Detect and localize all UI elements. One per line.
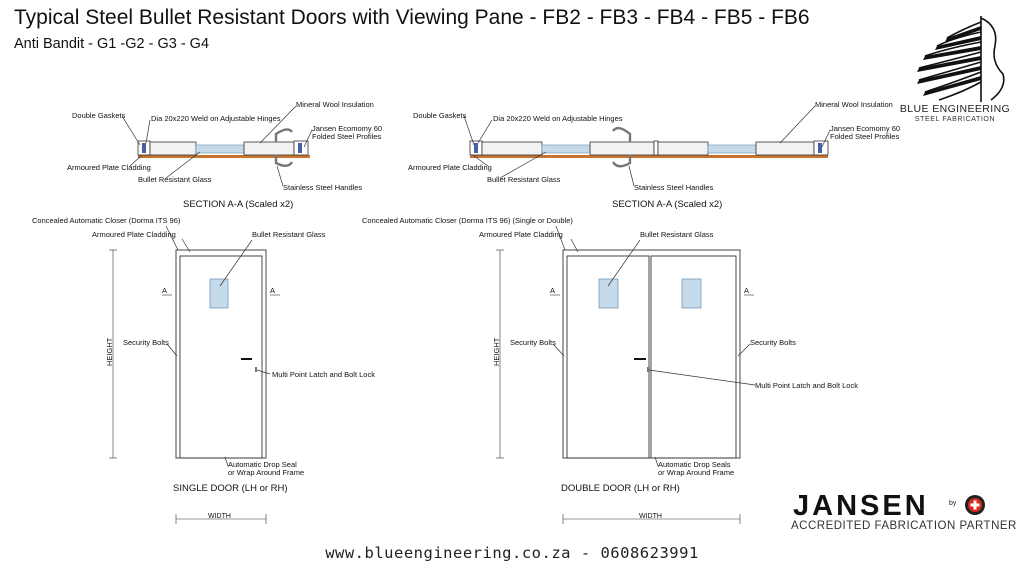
viewing-pane-glass (209, 278, 229, 309)
jansen-by: by (949, 500, 957, 507)
section-right: Double Gaskets Dia 20x220 Weld on Adjust… (408, 100, 900, 210)
door-leaf (566, 255, 650, 459)
label-armoured-cladding: Armoured Plate Cladding (408, 163, 492, 172)
jansen-profile-marker (298, 143, 302, 153)
label-latch: Multi Point Latch and Bolt Lock (755, 381, 858, 390)
door-leaf-insulation (149, 141, 197, 156)
swiss-cross-icon (965, 495, 985, 515)
footer-website-phone[interactable]: www.blueengineering.co.za - 0608623991 (325, 544, 699, 562)
jansen-logo: JANSEN (793, 490, 929, 522)
door-leaf-insulation (243, 141, 295, 156)
hinge-marker (142, 143, 146, 153)
width-dimension: WIDTH (639, 513, 662, 520)
door-leaf-insulation (755, 141, 815, 156)
bullet-resistant-glass (195, 144, 245, 154)
page-subtitle: Anti Bandit - G1 -G2 - G3 - G4 (14, 36, 210, 52)
armoured-cladding-strip (470, 155, 828, 158)
spiral-staircase-logo-icon (917, 16, 1005, 102)
lock-cylinder-icon (255, 367, 257, 372)
label-armoured-cladding: Armoured Plate Cladding (479, 230, 563, 239)
height-dimension: HEIGHT (105, 337, 114, 366)
label-jansen-line2: Folded Steel Profiles (830, 132, 899, 141)
label-seal-line2: or Wrap Around Frame (228, 468, 304, 477)
viewing-pane-glass (598, 278, 619, 309)
label-weld-hinges: Dia 20x220 Weld on Adjustable Hinges (151, 114, 281, 123)
label-closer: Concealed Automatic Closer (Dorma ITS 96… (362, 216, 573, 225)
label-mineral-wool: Mineral Wool Insulation (296, 100, 374, 109)
section-caption: SECTION A-A (Scaled x2) (612, 199, 722, 210)
label-mineral-wool: Mineral Wool Insulation (815, 100, 893, 109)
door-leaf-insulation (657, 141, 709, 156)
door-leaf-insulation (589, 141, 655, 156)
label-armoured-cladding: Armoured Plate Cladding (92, 230, 176, 239)
stainless-handle-icon (274, 128, 293, 142)
lock-cylinder-icon (647, 367, 649, 372)
door-leaf-insulation (481, 141, 543, 156)
door-caption: DOUBLE DOOR (LH or RH) (561, 483, 680, 494)
armoured-cladding-strip (138, 155, 310, 158)
width-dimension: WIDTH (208, 513, 231, 520)
stainless-handle-icon (274, 155, 294, 167)
label-seal-line2: or Wrap Around Frame (658, 468, 734, 477)
section-mark: A (744, 286, 749, 295)
label-latch: Multi Point Latch and Bolt Lock (272, 370, 375, 379)
label-handles: Stainless Steel Handles (283, 183, 362, 192)
label-seal-line1: Automatic Drop Seals (658, 460, 731, 469)
handle-icon (634, 358, 646, 360)
bullet-resistant-glass (541, 144, 591, 154)
section-left: Double Gaskets Dia 20x220 Weld on Adjust… (67, 100, 382, 210)
label-seal-line1: Automatic Drop Seal (228, 460, 297, 469)
label-jansen-line2: Folded Steel Profiles (312, 132, 381, 141)
door-leaf (650, 255, 737, 459)
label-glass: Bullet Resistant Glass (640, 230, 714, 239)
label-glass: Bullet Resistant Glass (487, 175, 561, 184)
section-mark: A (550, 286, 555, 295)
label-double-gaskets: Double Gaskets (413, 111, 467, 120)
partner-tagline: ACCREDITED FABRICATION PARTNER (791, 520, 1017, 532)
label-weld-hinges: Dia 20x220 Weld on Adjustable Hinges (493, 114, 623, 123)
label-glass: Bullet Resistant Glass (252, 230, 326, 239)
door-leaf (179, 255, 263, 459)
height-dimension: HEIGHT (492, 337, 501, 366)
jansen-profile-marker (818, 143, 822, 153)
section-mark: A (162, 286, 167, 295)
stainless-handle-icon (612, 126, 632, 142)
page-title: Typical Steel Bullet Resistant Doors wit… (14, 6, 810, 29)
door-caption: SINGLE DOOR (LH or RH) (173, 483, 288, 494)
brand-name: BLUE ENGINEERING (899, 103, 1011, 115)
label-handles: Stainless Steel Handles (634, 183, 713, 192)
label-glass: Bullet Resistant Glass (138, 175, 212, 184)
label-jansen-line1: Jansen Ecomomy 60 (830, 124, 900, 133)
label-closer: Concealed Automatic Closer (Dorma ITS 96… (32, 216, 181, 225)
stainless-handle-icon (611, 155, 632, 168)
label-security-bolts: Security Bolts (510, 338, 556, 347)
double-door-elevation: HEIGHT WIDTH A A Concealed Automatic Clo… (362, 216, 858, 524)
label-security-bolts: Security Bolts (750, 338, 796, 347)
label-armoured-cladding: Armoured Plate Cladding (67, 163, 151, 172)
section-caption: SECTION A-A (Scaled x2) (183, 199, 293, 210)
viewing-pane-glass (681, 278, 702, 309)
single-door-elevation: HEIGHT WIDTH A A Concealed Automatic Clo… (32, 216, 375, 524)
meeting-stile (653, 140, 659, 156)
brand-tagline: STEEL FABRICATION (914, 116, 996, 123)
label-jansen-line1: Jansen Ecomomy 60 (312, 124, 382, 133)
section-mark: A (270, 286, 275, 295)
label-double-gaskets: Double Gaskets (72, 111, 126, 120)
door-frame-outer (562, 249, 741, 459)
hinge-marker (474, 143, 478, 153)
bullet-resistant-glass (707, 144, 757, 154)
label-security-bolts: Security Bolts (123, 338, 169, 347)
handle-icon (241, 358, 252, 360)
